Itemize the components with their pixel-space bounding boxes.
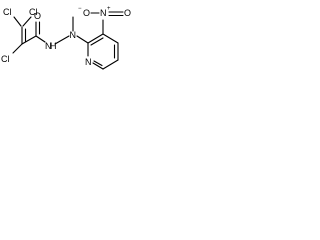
bond-n-pyc2 bbox=[76, 35, 89, 44]
bonds bbox=[12, 11, 124, 70]
molecule-drawing: Cl Cl Cl O N H N O N + − O N bbox=[1, 6, 131, 70]
bond-py-c5-c6 bbox=[102, 59, 119, 70]
bond-py-c2-c3 bbox=[87, 33, 104, 44]
bond-c1-cl2 bbox=[22, 16, 32, 27]
bond-nh-n bbox=[54, 35, 70, 45]
atom-o-nitro-left: O bbox=[83, 8, 90, 18]
bond-c2-c3 bbox=[21, 35, 37, 45]
bond-c2-cl3 bbox=[12, 43, 23, 54]
atom-o-nitro-right: O bbox=[124, 8, 131, 18]
bond-py-c2-c3-inner bbox=[90, 37, 104, 46]
bond-c3-nh bbox=[35, 35, 46, 43]
atom-n-nitro: N bbox=[100, 8, 107, 18]
bond-py-c6-n-inner bbox=[93, 60, 103, 67]
atom-cl-bottom: Cl bbox=[1, 54, 10, 64]
atom-n-hydrazide: N bbox=[45, 41, 52, 51]
atom-h-hydrazide: H bbox=[50, 41, 57, 51]
atom-o-carbonyl: O bbox=[34, 11, 41, 21]
atom-cl-top-right: Cl bbox=[29, 7, 38, 17]
atom-n-pyridine: N bbox=[85, 57, 92, 67]
bond-py-c3-c4 bbox=[102, 33, 119, 44]
nitro-minus-charge: − bbox=[78, 6, 82, 12]
nitro-plus-charge: + bbox=[107, 6, 111, 12]
chemical-structure-diagram: Cl Cl Cl O N H N O N + − O N bbox=[0, 0, 156, 78]
bond-cl1-c1 bbox=[13, 16, 22, 27]
atom-n-methyl: N bbox=[70, 30, 77, 40]
bond-py-c6-n bbox=[92, 62, 104, 70]
atom-labels: Cl Cl Cl O N H N O N + − O N bbox=[1, 6, 131, 67]
atom-cl-top-left: Cl bbox=[3, 7, 12, 17]
